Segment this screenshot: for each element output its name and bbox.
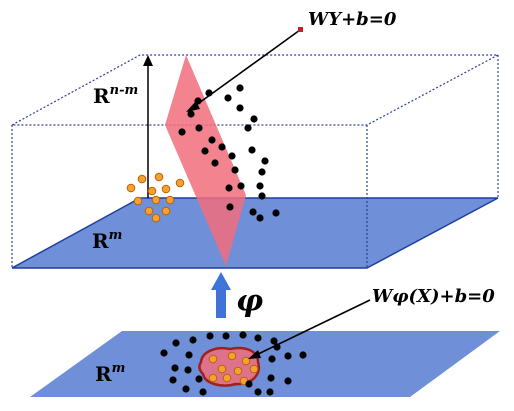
- upper-plane-rm: [11, 197, 499, 269]
- orange-point: [133, 196, 143, 206]
- boundary-equation-label: Wφ(X)+b=0: [372, 286, 495, 307]
- separating-hyperplane: [165, 55, 246, 266]
- orange-point: [161, 206, 171, 216]
- lower-plane-label-exponent: m: [112, 361, 126, 376]
- black-point: [178, 128, 186, 136]
- mapping-symbol: φ: [236, 284, 263, 319]
- boundary-leader: [248, 299, 371, 359]
- black-point: [258, 168, 266, 176]
- black-point: [237, 182, 245, 190]
- orange-points-upper: [126, 172, 185, 223]
- black-point: [284, 377, 292, 385]
- mapping-arrow: [211, 272, 231, 318]
- orange-point: [161, 184, 171, 194]
- black-points-lower: [160, 331, 307, 396]
- black-point: [195, 375, 203, 383]
- orange-point: [144, 206, 154, 216]
- black-point: [258, 192, 266, 200]
- lower-plane-rm: [30, 331, 500, 397]
- black-point: [184, 366, 192, 374]
- orange-point: [227, 351, 237, 361]
- black-point: [239, 331, 247, 339]
- orange-point: [208, 354, 218, 364]
- vertical-axis-arrow: [143, 55, 153, 198]
- black-point: [299, 351, 307, 359]
- orange-point: [126, 183, 136, 193]
- orange-point: [165, 195, 175, 205]
- black-point: [267, 374, 275, 382]
- hyperplane-leader: [186, 27, 303, 112]
- black-point: [248, 146, 256, 154]
- feature-space-box: [11, 54, 499, 268]
- plane-label-base: R: [92, 229, 109, 253]
- black-point: [224, 94, 232, 102]
- black-point: [169, 376, 177, 384]
- black-point: [199, 388, 207, 396]
- lower-plane-label-rm: Rm: [95, 361, 125, 386]
- black-point: [236, 104, 244, 112]
- black-point: [195, 124, 203, 132]
- orange-point: [208, 373, 218, 383]
- black-point: [182, 385, 190, 393]
- orange-point: [217, 364, 227, 374]
- axis-label-rnm: Rn-m: [93, 83, 138, 108]
- black-point: [261, 157, 269, 165]
- black-point: [256, 214, 264, 222]
- orange-point: [151, 195, 161, 205]
- black-point: [254, 388, 262, 396]
- black-point: [228, 152, 236, 160]
- orange-point: [241, 356, 251, 366]
- plane-label-exponent: m: [109, 228, 123, 243]
- black-point: [187, 110, 195, 118]
- black-point: [249, 208, 257, 216]
- black-point: [226, 203, 234, 211]
- black-point: [171, 364, 179, 372]
- black-point: [250, 115, 258, 123]
- black-point: [218, 143, 226, 151]
- orange-point: [222, 373, 232, 383]
- orange-point: [147, 186, 157, 196]
- black-point: [244, 124, 252, 132]
- black-point: [201, 147, 209, 155]
- axis-label-base: R: [93, 84, 110, 108]
- orange-point: [154, 172, 164, 182]
- black-point: [185, 351, 193, 359]
- orange-point: [249, 364, 259, 374]
- black-point: [160, 349, 168, 357]
- black-point: [222, 332, 230, 340]
- black-point: [211, 159, 219, 167]
- black-point: [254, 334, 262, 342]
- black-point: [272, 209, 280, 217]
- black-point: [172, 339, 180, 347]
- orange-point: [233, 366, 243, 376]
- axis-label-exponent: n-m: [110, 83, 139, 98]
- black-point: [206, 332, 214, 340]
- plane-label-rm: Rm: [92, 228, 122, 253]
- black-points-upper-back: [205, 84, 269, 200]
- hyperplane-equation-label: WY+b=0: [308, 9, 397, 30]
- black-points-upper-front: [178, 97, 280, 222]
- black-point: [266, 388, 274, 396]
- black-point: [256, 182, 264, 190]
- black-point: [225, 184, 233, 192]
- black-point: [208, 136, 216, 144]
- lower-plane-label-base: R: [95, 362, 112, 386]
- black-point: [284, 352, 292, 360]
- orange-point: [137, 174, 147, 184]
- orange-point: [175, 178, 185, 188]
- orange-points-lower: [208, 351, 259, 386]
- black-point: [236, 84, 244, 92]
- black-point: [231, 166, 239, 174]
- black-point: [245, 380, 253, 388]
- black-point: [270, 337, 278, 345]
- black-point: [189, 336, 197, 344]
- orange-point: [151, 213, 161, 223]
- black-point: [268, 355, 276, 363]
